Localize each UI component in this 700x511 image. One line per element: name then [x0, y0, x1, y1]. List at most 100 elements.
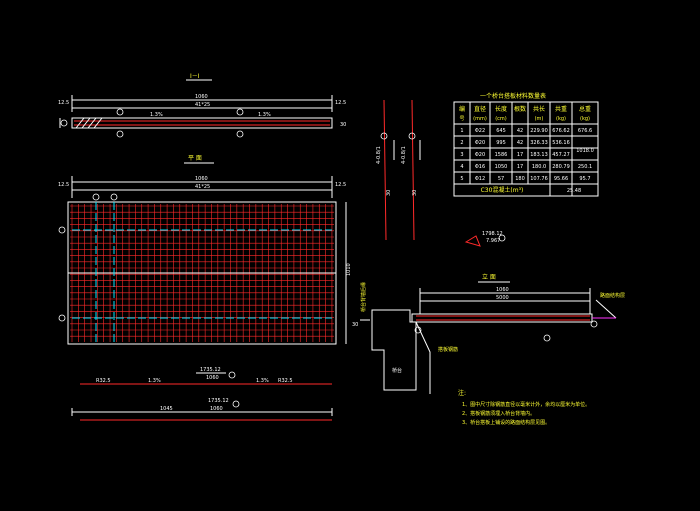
top-grid-dim: 41*25 [195, 102, 210, 108]
table-cell: 995 [496, 140, 506, 146]
notes: 注: 1、图中尺寸除钢筋直径以毫米计外，余均以厘米为单位。 2、搭板钢筋须埋入桥… [458, 389, 590, 426]
table-header-unit-5: (kg) [556, 116, 566, 122]
table-header-unit-4: (m) [535, 116, 544, 122]
top-total-dim: 1060 [195, 94, 208, 100]
table-cell: 229.90 [530, 128, 548, 134]
section-thickness: 30 [340, 122, 346, 128]
small-b: 7.967 [486, 238, 500, 244]
plan-height-dim: 1010 [346, 263, 352, 276]
bar2-label2: 1735.12 [208, 398, 229, 404]
table-header-2: 长度 [495, 105, 507, 113]
top-left-dim: 12.5 [58, 100, 69, 106]
plan-right-dim: 12.5 [335, 182, 346, 188]
table-cell: 1 [460, 128, 463, 134]
material-table: 一个桥台搭板材料数量表 编号 直径 (mm) 长度 (cm) 根数共长 (m) 共重 (kg) 总… [453, 92, 599, 197]
table-header-unit-2: (cm) [495, 116, 507, 122]
section-view: Ⅰ－Ⅰ 1060 41*25 12.5 12.5 1.3% 1.3% 30 [58, 73, 346, 138]
table-merged-total: 1018.0 [576, 148, 594, 154]
section-title: Ⅰ－Ⅰ [190, 73, 200, 80]
vert-b2-dim: 30 [412, 190, 418, 196]
small-detail: 1798.12 7.967 [464, 231, 506, 247]
plan-title: 平 面 [188, 155, 202, 162]
table-cell: 107.76 [530, 176, 548, 182]
table-cell: 180.0 [532, 164, 546, 170]
notes-title: 注: [458, 389, 466, 397]
table-cell: 180 [515, 176, 525, 182]
table-header-4: 共长 [533, 105, 545, 113]
section-slope-left: 1.3% [150, 112, 163, 118]
table-cell: 57 [498, 176, 504, 182]
elev-title: 立 面 [482, 273, 496, 281]
plan-left-dim: 12.5 [58, 182, 69, 188]
note-3: 3、桥台搭板上铺设的路面结构层见图。 [462, 419, 550, 426]
table-cell: 95.66 [554, 176, 568, 182]
plan-view: 平 面 1060 41*25 12.5 12.5 1010 [58, 155, 352, 345]
table-cell: 1586 [495, 152, 508, 158]
table-cell: 5 [460, 176, 463, 182]
table-cell: Φ16 [475, 164, 485, 170]
bar2-total: 1045 [160, 406, 173, 412]
table-cell: Φ22 [475, 128, 485, 134]
table-footer-label: C30混凝土(m³) [481, 186, 524, 194]
rebar-side-label: 搭板钢筋 [438, 346, 458, 353]
table-header-5: 共重 [555, 105, 567, 113]
table-header-6: 总重 [579, 105, 591, 113]
table-cell: 457.27 [552, 152, 570, 158]
table-cell: Φ20 [475, 152, 485, 158]
table-cell: Φ20 [475, 140, 485, 146]
table-cell: 280.79 [552, 164, 570, 170]
vertical-bars: 4-0.8/1 4-0.8/1 30 30 [376, 99, 421, 241]
table-cell: Φ12 [475, 176, 485, 182]
bar1-label2: 1735.12 [200, 367, 221, 373]
small-a: 1798.12 [482, 231, 503, 237]
table-title: 一个桥台搭板材料数量表 [480, 92, 546, 100]
section-slope-right: 1.3% [258, 112, 271, 118]
bar1-label: 1060 [206, 375, 219, 381]
table-header-unit-1: (mm) [473, 116, 487, 122]
table-cell: 2 [460, 140, 463, 146]
abutment-label: 桥台 [392, 367, 402, 374]
left-side-label: 桥台背墙后缘 [360, 282, 367, 312]
table-cell: 42 [517, 128, 523, 134]
road-side-label: 路面结构层 [600, 292, 625, 299]
note-1: 1、图中尺寸除钢筋直径以毫米计外，余均以厘米为单位。 [462, 401, 590, 408]
table-cell: 95.7 [579, 176, 590, 182]
vert-b-dim: 4-0.8/1 [401, 146, 407, 164]
elev-total: 1060 [496, 287, 509, 293]
table-cell: 676.62 [552, 128, 570, 134]
table-header-unit-0: 号 [459, 116, 464, 122]
elev-inner: 5000 [496, 295, 509, 301]
table-cell: 645 [496, 128, 506, 134]
table-header-1: 直径 [474, 105, 486, 113]
table-cell: 1050 [495, 164, 508, 170]
table-cell: 250.1 [578, 164, 592, 170]
vert-a-dim: 4-0.8/1 [376, 146, 382, 164]
top-right-dim: 12.5 [335, 100, 346, 106]
table-footer-value: 25.48 [567, 188, 581, 194]
table-header-3: 根数 [514, 105, 526, 113]
bar1-mid2: 1.3% [256, 378, 269, 384]
table-cell: 17 [517, 164, 523, 170]
table-cell: 42 [517, 140, 523, 146]
elevation-view: 立 面 1060 5000 路面结构层 桥台 搭板钢筋 桥台背墙后缘 30 [352, 273, 625, 394]
bar1-left: R32.5 [96, 378, 111, 384]
table-cell: 326.33 [530, 140, 548, 146]
table-cell: 676.6 [578, 128, 592, 134]
table-cell: 183.13 [530, 152, 548, 158]
bar-details: 1735.12 1060 R32.5 1.3% 1.3% R32.5 1045 … [71, 367, 333, 421]
note-2: 2、搭板钢筋须埋入桥台背墙内。 [462, 410, 535, 417]
table-header-unit-6: (kg) [580, 116, 590, 122]
table-cell: 3 [460, 152, 463, 158]
table-cell: 17 [517, 152, 523, 158]
bar1-mid: 1.3% [148, 378, 161, 384]
table-cell: 4 [460, 164, 463, 170]
vert-a2-dim: 30 [386, 190, 392, 196]
bar1-right: R32.5 [278, 378, 293, 384]
elev-left-dim: 30 [352, 322, 358, 328]
table-header-0: 编 [459, 105, 465, 113]
bar2-label: 1060 [210, 406, 223, 412]
plan-grid-dim: 41*25 [195, 184, 210, 190]
table-cell: 536.16 [552, 140, 570, 146]
plan-total-dim: 1060 [195, 176, 208, 182]
